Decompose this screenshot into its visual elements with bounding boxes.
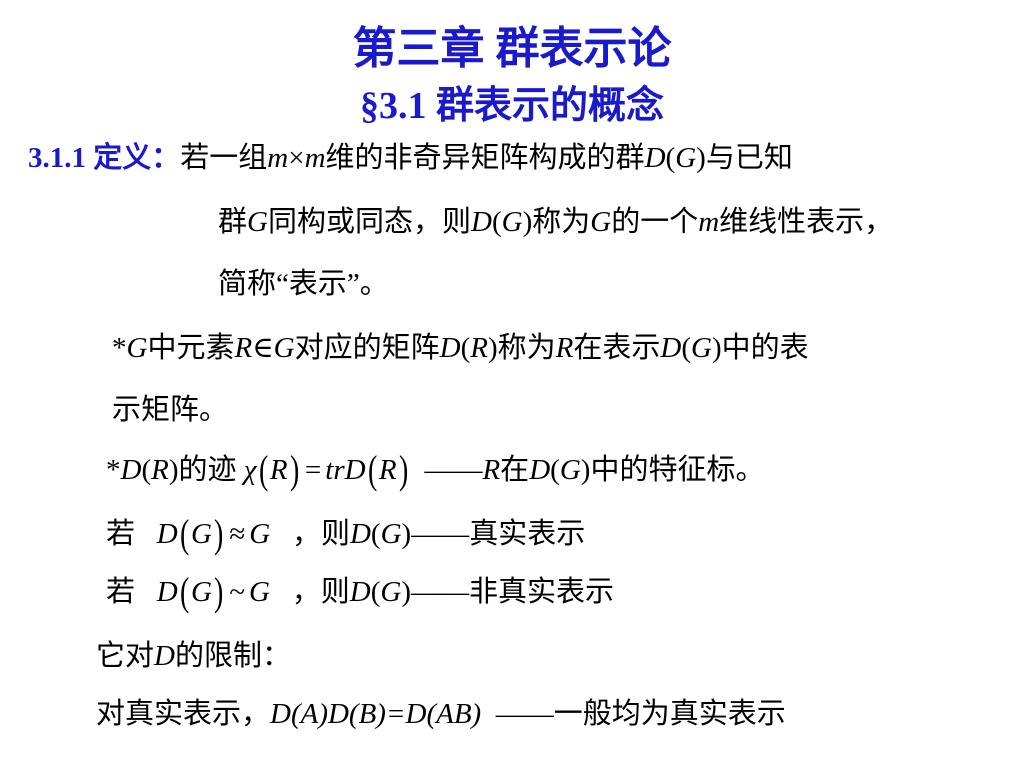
tr-symbol: tr [325,454,345,486]
g-var: G [380,576,402,608]
text: 它对 [96,640,155,672]
product-formula: D(A)D(B)=D(AB) [270,698,482,730]
unfaithful-formula: D(G)~G [156,569,270,614]
text: 若 [106,518,136,550]
m-var: m [267,142,289,174]
d-var: D [660,332,682,364]
note1-line-1: *G中元素R∈G对应的矩阵D(R)称为R在表示D(G)中的表 [112,332,809,364]
chapter-title: 第三章 群表示论 [352,24,672,73]
faithful-formula: D(G)≈G [156,511,271,556]
g-var: G [249,576,270,608]
d-var: D [349,518,371,550]
dash: —— [411,518,470,550]
note2-line: *D(R)的迹 χ(R)=trD(R) ——R在D(G)中的特征标。 [106,447,765,492]
g-var: G [273,332,295,364]
trace-formula: χ(R)=trD(R) [243,447,408,492]
g-var: G [249,518,271,550]
text: 非真实表示 [469,576,615,608]
r-var: R [234,332,253,364]
text: 对应的矩阵 [294,332,440,364]
text: 对真实表示， [96,698,271,730]
text: 的迹 [178,454,237,486]
d-var: D [439,332,461,364]
faithful-line: 若 D(G)≈G ，则D(G)——真实表示 [106,511,586,556]
text: 在 [500,454,530,486]
definition-line-1: 3.1.1 定义：若一组m×m维的非奇异矩阵构成的群D(G)与已知 [28,142,793,174]
approx-symbol: ≈ [229,518,246,550]
tilde-symbol: ~ [229,576,246,608]
text: 中元素 [147,332,235,364]
d-var: D [529,454,551,486]
g-var: G [559,454,581,486]
r-var: R [151,454,169,486]
m-var: m [304,142,326,174]
faithful-rule-line: 对真实表示，D(A)D(B)=D(AB) ——一般均为真实表示 [96,694,786,734]
g-var: G [191,576,212,608]
d-var: D [154,640,175,672]
g-var: G [126,332,148,364]
r-var: R [269,454,288,486]
r-var: R [470,332,488,364]
text: 若一组 [180,142,268,174]
g-var: G [691,332,712,364]
definition-line-2: 群G同构或同态，则D(G)称为G的一个m维线性表示， [218,206,894,238]
g-var: G [590,206,612,238]
g-var: G [675,142,697,174]
text: 一般均为真实表示 [553,698,786,730]
g-var: G [191,518,212,550]
d-var: D [349,576,371,608]
text: ，则 [291,518,350,550]
definition-line-3: 简称“表示”。 [218,268,389,300]
text: 中的表 [721,332,809,364]
text: ，则 [291,576,350,608]
r-var: R [378,454,397,486]
text: 与已知 [705,142,793,174]
d-var: D [344,454,366,486]
dash: —— [495,698,554,730]
d-var: D [470,206,492,238]
g-var: G [380,518,402,550]
dash: —— [424,454,483,486]
d-var: D [644,142,666,174]
equals-symbol: = [304,454,322,486]
text: 称为 [497,332,556,364]
note1-line-2: 示矩阵。 [112,394,229,426]
dash: —— [411,576,469,608]
text: 维的非奇异矩阵构成的群 [325,142,645,174]
unfaithful-line: 若 D(G)~G ，则D(G)——非真实表示 [106,569,615,614]
definition-label: 3.1.1 定义： [28,142,181,174]
text: 群 [218,206,248,238]
text: 同构或同态，则 [267,206,471,238]
star: * [106,454,121,486]
m-var: m [698,206,720,238]
times-symbol: × [288,142,305,174]
g-var: G [247,206,268,238]
d-var: D [120,454,142,486]
restriction-line: 它对D的限制： [96,636,291,676]
text: 的一个 [611,206,699,238]
g-var: G [501,206,523,238]
text: 称为 [532,206,591,238]
text: 中的特征标。 [590,454,765,486]
d-var: D [156,576,178,608]
r-var: R [555,332,574,364]
text: 若 [106,576,136,608]
section-title: §3.1 群表示的概念 [359,85,664,127]
star: * [112,332,127,364]
chi-symbol: χ [243,454,257,486]
r-var: R [482,454,501,486]
text: 的限制： [174,640,291,672]
text: 真实表示 [469,518,586,550]
element-of-symbol: ∈ [252,332,274,364]
text: 维线性表示， [719,206,894,238]
d-var: D [156,518,178,550]
text: 在表示 [573,332,661,364]
